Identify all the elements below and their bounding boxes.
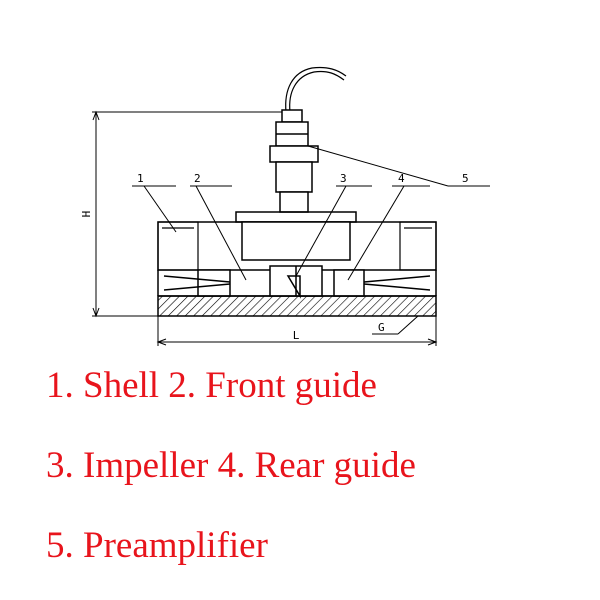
label-2: 2 xyxy=(194,172,201,185)
caption-line-3: 5. Preamplifier xyxy=(46,525,268,566)
label-3: 3 xyxy=(340,172,347,185)
end-threads xyxy=(157,221,437,271)
caption-line-1: 1. Shell 2. Front guide xyxy=(46,365,377,406)
caption-line-2: 3. Impeller 4. Rear guide xyxy=(46,445,416,486)
front-guide xyxy=(163,269,231,297)
leader-lines xyxy=(132,145,490,281)
turbine-flowmeter-drawing: 1 2 3 4 5 H L G xyxy=(80,66,490,346)
preamplifier-body xyxy=(269,109,319,213)
impeller xyxy=(269,265,323,299)
label-1: 1 xyxy=(137,172,144,185)
dimension-l: L xyxy=(293,329,300,342)
dimension-g: G xyxy=(378,321,385,334)
label-4: 4 xyxy=(398,172,405,185)
rear-guide xyxy=(333,269,431,297)
signal-cable xyxy=(285,66,347,113)
section-hatch xyxy=(157,295,437,317)
dimension-h: H xyxy=(80,211,93,218)
dimension-lines xyxy=(92,110,438,346)
label-5: 5 xyxy=(462,172,469,185)
